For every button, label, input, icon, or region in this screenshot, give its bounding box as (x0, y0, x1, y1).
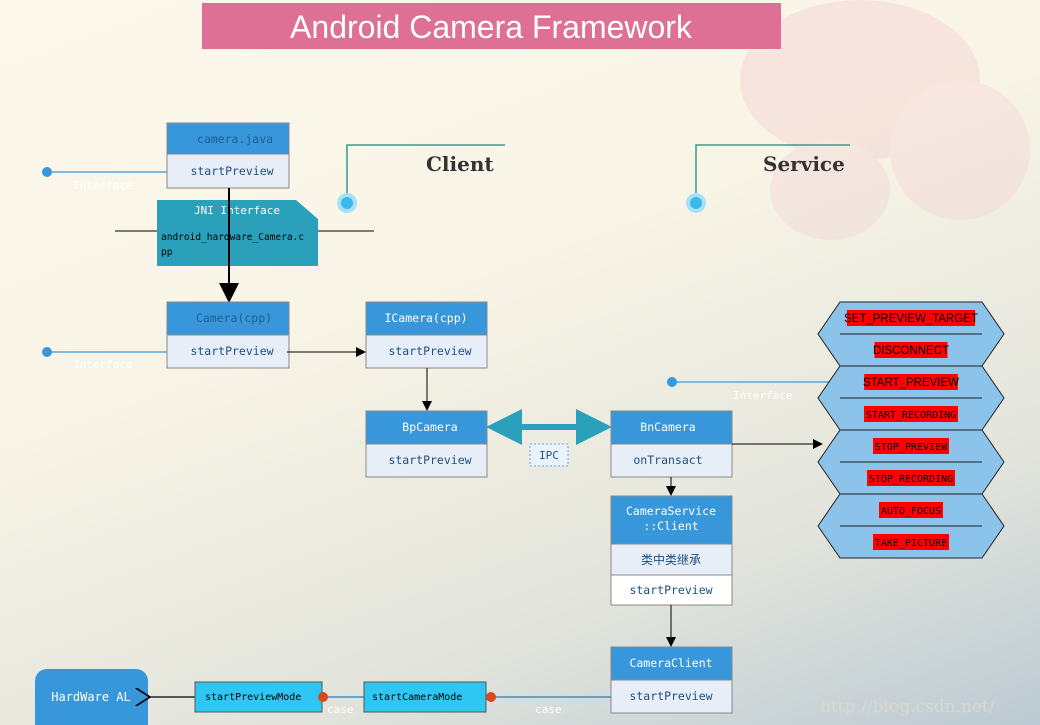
command-highlight (846, 310, 976, 326)
svg-text:startPreview: startPreview (629, 689, 712, 703)
hexagon-4 (817, 493, 1005, 559)
interface-connector-java: Interface (42, 167, 167, 192)
svg-text:Camera(cpp): Camera(cpp) (196, 311, 272, 325)
svg-text:startCameraMode: startCameraMode (372, 692, 462, 703)
command-label: START_PREVIEW (863, 377, 959, 389)
svg-text:BnCamera: BnCamera (640, 420, 695, 434)
svg-text:android_hardware_Camera.c: android_hardware_Camera.c (161, 232, 304, 243)
svg-text:pp: pp (161, 247, 173, 258)
case-dot-2 (486, 692, 496, 702)
service-label: Service (763, 152, 845, 176)
svg-text:CameraService: CameraService (626, 504, 716, 518)
svg-text:ICamera(cpp): ICamera(cpp) (384, 311, 467, 325)
command-hexagons (817, 301, 1005, 559)
bncamera-box[interactable]: BnCamera onTransact (610, 410, 733, 478)
ipc-label: IPC (529, 443, 569, 467)
watermark: http://blog.csdn.net/ (820, 697, 995, 717)
svg-text:Interface: Interface (733, 389, 793, 402)
title-banner (202, 3, 781, 49)
command-highlight (873, 534, 949, 550)
page-title: Android Camera Framework (290, 9, 693, 45)
command-label: TAKE_PICTURE (875, 538, 947, 549)
start-camera-mode-box[interactable]: startCameraMode (363, 681, 487, 713)
svg-text:Interface: Interface (73, 358, 133, 371)
svg-text:IPC: IPC (539, 449, 559, 462)
command-label: START_RECORDING (866, 410, 956, 421)
svg-text:startPreview: startPreview (190, 344, 273, 358)
case-dot-1 (318, 692, 328, 702)
service-section-marker: Service (686, 144, 850, 213)
svg-text:::Client: ::Client (643, 519, 698, 533)
interface-connector-cpp: Interface (42, 347, 167, 371)
camera-cpp-box[interactable]: Camera(cpp) startPreview (166, 301, 290, 369)
flower-decoration (740, 0, 1030, 240)
icamera-cpp-box[interactable]: ICamera(cpp) startPreview (365, 301, 488, 369)
svg-text:camera.java: camera.java (197, 132, 273, 146)
camera-java-box[interactable]: camera.java startPreview (166, 122, 290, 189)
command-highlight (864, 406, 958, 422)
command-labels: SET_PREVIEW_TARGET DISCONNECT START_PREVIE… (844, 310, 978, 550)
command-highlight (864, 374, 958, 390)
svg-text:类中类继承: 类中类继承 (641, 552, 701, 567)
svg-text:startPreview: startPreview (388, 453, 471, 467)
hal-box[interactable]: HardWare AL (35, 669, 148, 725)
command-label: STOP_RECORDING (869, 474, 953, 485)
command-highlight (867, 470, 955, 486)
svg-text:onTransact: onTransact (633, 453, 702, 467)
client-section-marker: Client (337, 144, 505, 213)
command-label: AUTO_FOCUS (881, 506, 941, 517)
svg-text:startPreview: startPreview (388, 344, 471, 358)
case-label-2: case (535, 703, 562, 716)
case-label-1: case (327, 703, 354, 716)
command-highlight (873, 438, 949, 454)
svg-text:Interface: Interface (73, 179, 133, 192)
svg-text:startPreview: startPreview (629, 583, 712, 597)
command-highlight (874, 342, 948, 358)
command-label: SET_PREVIEW_TARGET (844, 313, 978, 325)
client-label: Client (426, 152, 494, 176)
svg-text:startPreview: startPreview (190, 164, 273, 178)
camera-service-client-box[interactable]: CameraService ::Client 类中类继承 startPrevie… (610, 495, 733, 606)
jni-interface-note: JNI Interface android_hardware_Camera.c … (115, 200, 374, 266)
command-highlight (879, 502, 943, 518)
command-label: DISCONNECT (873, 345, 949, 357)
svg-text:JNI Interface: JNI Interface (194, 204, 280, 217)
svg-text:BpCamera: BpCamera (402, 420, 457, 434)
svg-text:startPreviewMode: startPreviewMode (205, 692, 301, 703)
svg-text:HardWare AL: HardWare AL (51, 690, 130, 704)
camera-client-box[interactable]: CameraClient startPreview (610, 646, 733, 714)
bpcamera-box[interactable]: BpCamera startPreview (365, 410, 488, 478)
start-preview-mode-box[interactable]: startPreviewMode (194, 681, 323, 713)
command-label: STOP_PREVIEW (875, 442, 948, 453)
svg-text:CameraClient: CameraClient (629, 656, 712, 670)
